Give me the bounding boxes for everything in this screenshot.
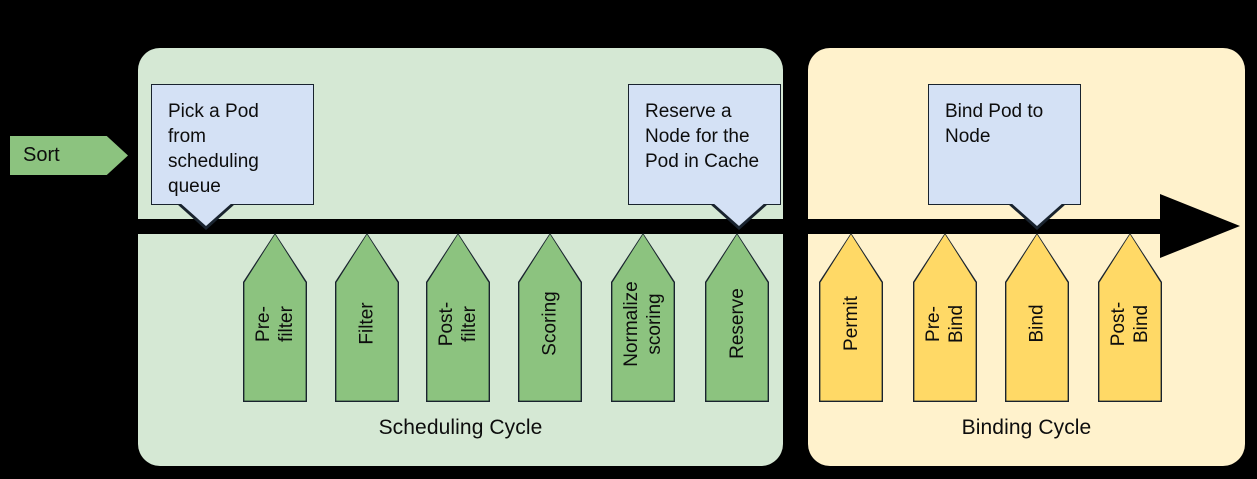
extension-point-label: Pre-Bind — [923, 304, 967, 343]
callout-reserve-node: Reserve a Node for the Pod in Cache — [628, 84, 781, 230]
extension-point-bind: Bind — [1005, 233, 1069, 402]
extension-point-label: Post-Bind — [1108, 301, 1152, 346]
callout-reserve-node-text: Reserve a Node for the Pod in Cache — [645, 101, 760, 172]
extension-point-post-filter: Post-filter — [426, 233, 490, 402]
binding-cycle-caption: Binding Cycle — [961, 416, 1092, 439]
extension-point-scoring: Scoring — [518, 233, 582, 402]
sort-stage-label: Sort — [23, 144, 60, 166]
right-arrowhead-icon — [1160, 194, 1240, 258]
extension-point-label: Bind — [1026, 304, 1048, 343]
callout-pointer-fill-icon — [179, 202, 233, 226]
callout-pointer-fill-icon — [1010, 202, 1064, 226]
extension-point-label: Post-filter — [436, 301, 480, 346]
sort-stage-arrow: Sort — [10, 136, 128, 175]
extension-point-permit: Permit — [819, 233, 883, 402]
callout-bind-pod: Bind Pod to Node — [928, 84, 1081, 230]
extension-point-filter: Filter — [335, 233, 399, 402]
extension-point-label: Reserve — [726, 288, 748, 359]
extension-point-normalize-scoring: Normalize scoring — [611, 233, 675, 402]
extension-point-post-bind: Post-Bind — [1098, 233, 1162, 402]
extension-point-label: Normalize scoring — [621, 280, 665, 367]
scheduler-timeline-bar — [138, 219, 1168, 234]
extension-point-reserve: Reserve — [705, 233, 769, 402]
callout-pointer-fill-icon — [712, 202, 766, 226]
extension-point-pre-filter: Pre-filter — [243, 233, 307, 402]
scheduling-cycle-caption: Scheduling Cycle — [378, 416, 543, 439]
extension-point-label: Pre-filter — [253, 305, 297, 342]
extension-point-label: Scoring — [539, 291, 561, 356]
extension-point-label: Filter — [356, 302, 378, 345]
callout-pick-pod: Pick a Pod from scheduling queue — [151, 84, 314, 230]
extension-point-pre-bind: Pre-Bind — [913, 233, 977, 402]
callout-bind-pod-text: Bind Pod to Node — [945, 101, 1044, 147]
callout-pick-pod-text: Pick a Pod from scheduling queue — [168, 101, 259, 197]
extension-point-label: Permit — [840, 296, 862, 351]
